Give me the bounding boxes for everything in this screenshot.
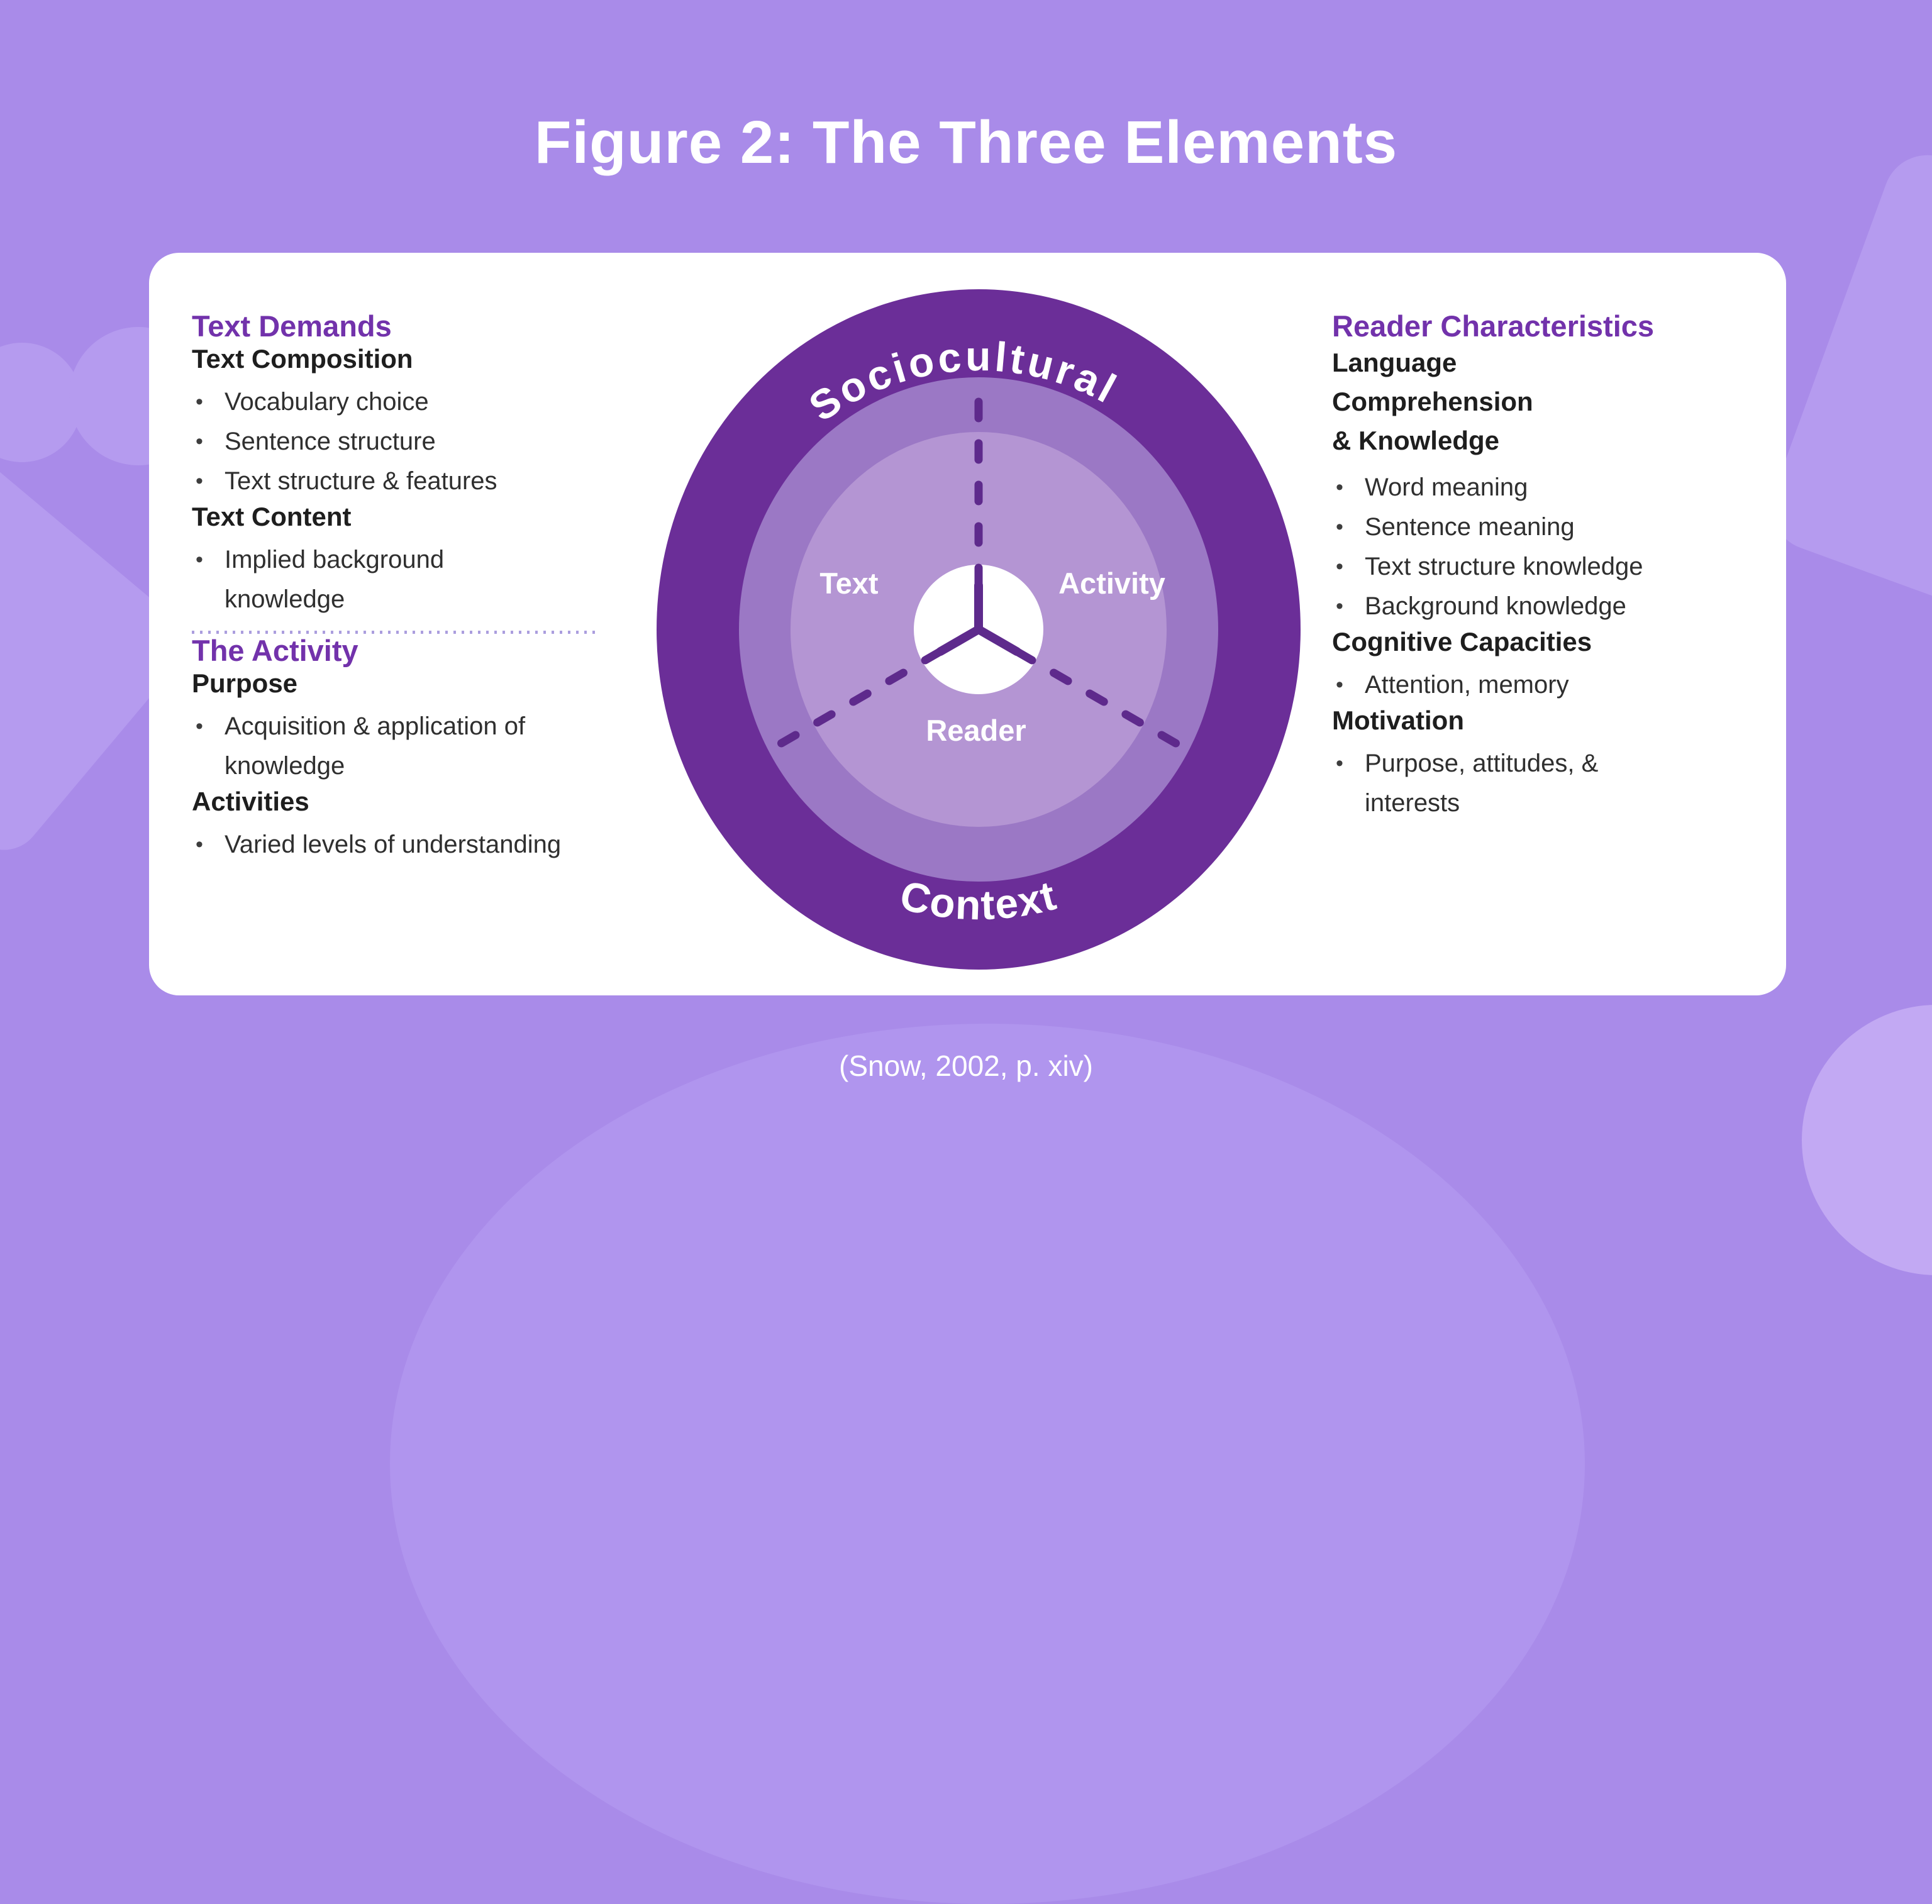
bullet-item: Text structure knowledge bbox=[1332, 547, 1785, 587]
bullet-item: Purpose, attitudes, & interests bbox=[1332, 744, 1654, 823]
activities-list: Varied levels of understanding bbox=[192, 825, 619, 865]
bullet-item: Implied background knowledge bbox=[192, 540, 519, 619]
dashed-divider-right bbox=[1013, 648, 1200, 759]
text-content-label: Text Content bbox=[192, 502, 352, 531]
center-y-arm bbox=[974, 625, 1021, 656]
bullet-item: Text structure & features bbox=[192, 462, 619, 501]
three-elements-diagram: Sociocultural Context Text Activity Read… bbox=[657, 289, 1301, 970]
purpose-label: Purpose bbox=[192, 668, 298, 698]
text-demands-heading: Text Demands bbox=[192, 309, 392, 343]
reader-segment-label: Reader bbox=[926, 714, 1026, 747]
background-circle-shape bbox=[1802, 1005, 1932, 1275]
infographic-canvas: Figure 2: The Three Elements Text Demand… bbox=[0, 0, 1932, 1141]
cognitive-capacities-list: Attention, memory bbox=[1332, 665, 1785, 705]
cognitive-capacities-label: Cognitive Capacities bbox=[1332, 627, 1592, 656]
text-content-list: Implied background knowledge bbox=[192, 540, 619, 619]
motivation-label: Motivation bbox=[1332, 706, 1464, 735]
center-y-arm bbox=[936, 625, 983, 656]
activity-segment-label: Activity bbox=[1058, 567, 1165, 600]
bullet-item: Acquisition & application of knowledge bbox=[192, 707, 545, 786]
page-title: Figure 2: The Three Elements bbox=[534, 109, 1398, 176]
bullet-item: Background knowledge bbox=[1332, 587, 1785, 626]
dashed-divider-left bbox=[757, 648, 944, 759]
source-citation: (Snow, 2002, p. xiv) bbox=[839, 1049, 1093, 1082]
the-activity-heading: The Activity bbox=[192, 634, 358, 667]
bullet-item: Attention, memory bbox=[1332, 665, 1785, 705]
reader-characteristics-column: Reader Characteristics Language Comprehe… bbox=[1332, 309, 1785, 823]
text-demands-column: Text Demands Text Composition Vocabulary… bbox=[192, 309, 619, 865]
bullet-item: Varied levels of understanding bbox=[192, 825, 619, 865]
motivation-list: Purpose, attitudes, & interests bbox=[1332, 744, 1785, 823]
bullet-item: Vocabulary choice bbox=[192, 382, 619, 422]
reader-characteristics-heading: Reader Characteristics bbox=[1332, 309, 1655, 343]
text-composition-list: Vocabulary choice Sentence structure Tex… bbox=[192, 382, 619, 501]
activities-label: Activities bbox=[192, 787, 309, 816]
bullet-item: Sentence meaning bbox=[1332, 507, 1785, 547]
text-composition-label: Text Composition bbox=[192, 344, 413, 374]
purpose-list: Acquisition & application of knowledge bbox=[192, 707, 619, 786]
language-comprehension-list: Word meaning Sentence meaning Text struc… bbox=[1332, 468, 1785, 626]
bullet-item: Sentence structure bbox=[192, 422, 619, 462]
background-dome-shape bbox=[390, 1024, 1585, 1904]
language-comprehension-label: Language Comprehension & Knowledge bbox=[1332, 348, 1533, 455]
bullet-item: Word meaning bbox=[1332, 468, 1785, 507]
text-segment-label: Text bbox=[819, 567, 878, 600]
dotted-divider bbox=[192, 631, 601, 634]
